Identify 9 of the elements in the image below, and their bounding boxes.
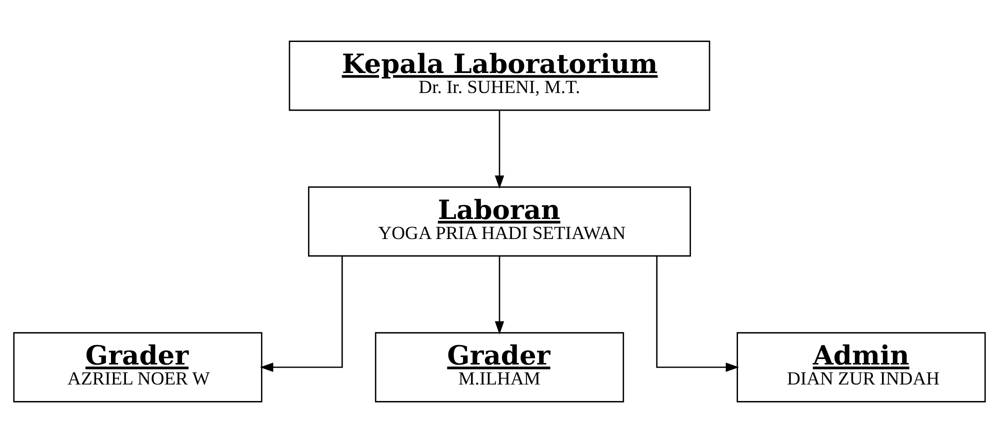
node-box: Grader M.ILHAM [374, 332, 624, 402]
arrow [260, 256, 343, 372]
node-box: Admin DIAN ZUR INDAH [736, 332, 986, 402]
node-box: Kepala Laboratorium Dr. Ir. SUHENI, M.T. [288, 40, 710, 111]
node-box: Grader AZRIEL NOER W [13, 332, 262, 402]
arrow [494, 256, 504, 334]
node-box: Laboran YOGA PRIA HADI SETIAWAN [308, 186, 691, 257]
arrow [656, 256, 740, 372]
arrow [494, 110, 504, 189]
